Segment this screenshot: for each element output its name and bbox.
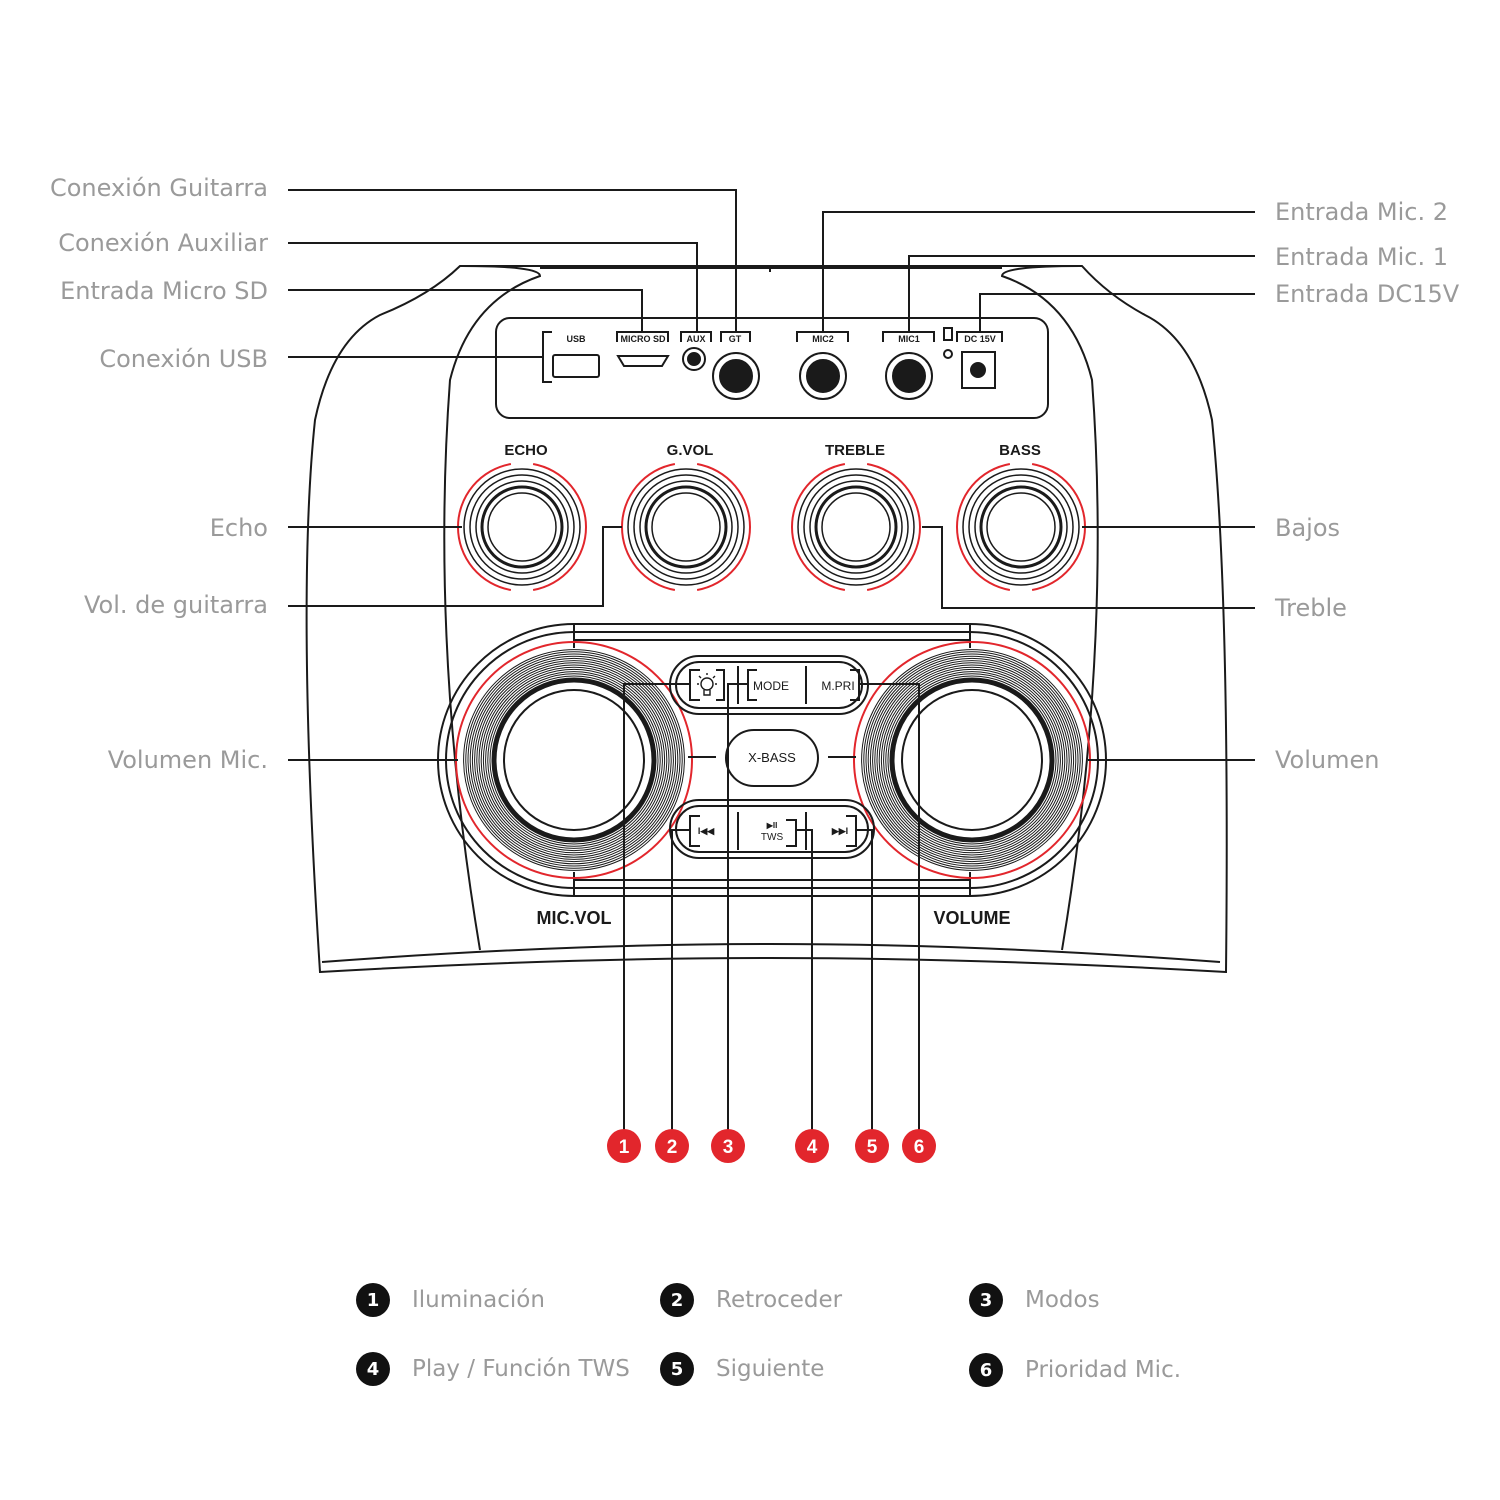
legend-item: 6 Prioridad Mic. [969,1350,1181,1390]
mic1-panel-label: MIC1 [898,334,920,344]
aux-jack [682,347,706,371]
legend-label: Retroceder [716,1287,843,1313]
legend-item: 3 Modos [969,1280,1100,1320]
usb-port [552,354,600,378]
callout-mic-volume: Volumen Mic. [107,746,268,774]
treble-knob-label: TREBLE [825,442,885,459]
guitar-volume-knob[interactable] [621,462,751,592]
legend-number-badge: 2 [660,1283,694,1317]
legend-label: Prioridad Mic. [1025,1357,1182,1383]
gvol-knob-label: G.VOL [667,442,714,459]
dc-panel-label: DC 15V [964,334,996,344]
guitar-jack [712,352,760,400]
xbass-button[interactable] [725,729,819,787]
marker-1: 1 [607,1129,641,1163]
bass-knob[interactable] [956,462,1086,592]
mic1-jack [885,352,933,400]
marker-4: 4 [795,1129,829,1163]
legend-label: Modos [1025,1287,1100,1313]
echo-knob[interactable] [457,462,587,592]
master-volume-knob[interactable] [853,641,1091,879]
legend-item: 5 Siguiente [660,1349,824,1389]
callout-volume: Volumen [1275,746,1380,774]
legend-number-badge: 5 [660,1352,694,1386]
callout-aux-connection: Conexión Auxiliar [58,229,268,257]
echo-knob-label: ECHO [504,442,548,459]
callout-microsd-input: Entrada Micro SD [60,277,268,305]
svg-text:4: 4 [807,1137,818,1158]
svg-text:2: 2 [667,1137,678,1158]
dc-jack [961,351,996,389]
xbass-button-label: X-BASS [748,750,796,765]
microsd-panel-label: MICRO SD [621,334,667,344]
svg-text:5: 5 [867,1137,878,1158]
treble-knob[interactable] [791,462,921,592]
leader-lines [288,189,1255,1130]
callout-mic1-input: Entrada Mic. 1 [1275,243,1449,271]
marker-3: 3 [711,1129,745,1163]
legend-label: Play / Función TWS [412,1356,630,1382]
usb-panel-label: USB [566,334,586,344]
callout-echo: Echo [209,514,268,542]
play-tws-button[interactable] [786,819,797,847]
play-button-label: ▶II [766,821,778,830]
micvol-knob-label: MIC.VOL [537,908,612,928]
legend-number-badge: 6 [969,1353,1003,1387]
legend-number-badge: 1 [356,1283,390,1317]
callout-dc-input: Entrada DC15V [1275,280,1460,308]
legend-number-badge: 3 [969,1283,1003,1317]
legend-item: 4 Play / Función TWS [356,1349,630,1389]
prev-button-label: I◀◀ [698,826,715,836]
volume-knob-label: VOLUME [933,908,1010,928]
tws-button-label: TWS [761,832,784,843]
mic2-jack [799,352,847,400]
mpri-button-label: M.PRI [821,679,854,693]
callout-usb-connection: Conexión USB [99,345,268,373]
legend-item: 2 Retroceder [660,1280,842,1320]
marker-6: 6 [902,1129,936,1163]
connector-panel [495,317,1049,419]
svg-text:3: 3 [723,1137,734,1158]
light-bulb-icon [697,673,717,696]
marker-5: 5 [855,1129,889,1163]
callout-mic2-input: Entrada Mic. 2 [1275,198,1449,226]
legend-label: Iluminación [412,1287,545,1313]
gt-panel-label: GT [729,334,742,344]
mic2-panel-label: MIC2 [812,334,834,344]
callout-guitar-connection: Conexión Guitarra [49,174,268,202]
bass-knob-label: BASS [999,442,1041,459]
legend-item: 1 Iluminación [356,1280,545,1320]
svg-text:6: 6 [914,1137,925,1158]
callout-bass: Bajos [1275,514,1341,542]
aux-panel-label: AUX [686,334,705,344]
microsd-slot [616,355,670,367]
mode-button-label: MODE [753,679,789,693]
bottom-button-bar [669,799,875,859]
speaker-body-outline [305,265,1228,974]
legend-number-badge: 4 [356,1352,390,1386]
callout-guitar-volume: Vol. de guitarra [83,591,268,619]
callout-treble: Treble [1275,594,1347,622]
svg-text:1: 1 [619,1137,630,1158]
next-button-label: ▶▶I [831,826,848,836]
marker-2: 2 [655,1129,689,1163]
legend-label: Siguiente [716,1356,825,1382]
mic-volume-knob[interactable] [455,641,693,879]
